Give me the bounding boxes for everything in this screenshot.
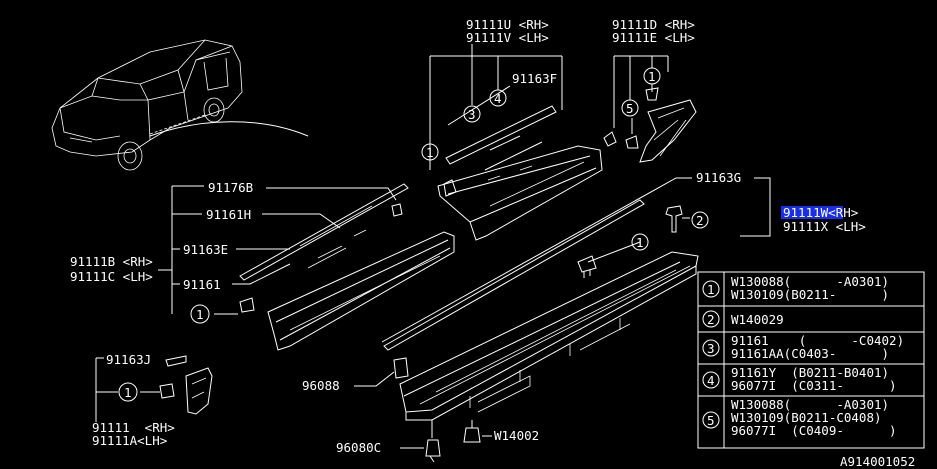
callout-1-left: 1 — [190, 304, 210, 324]
svg-text:W140029: W140029 — [731, 312, 784, 327]
label-91163j: 91163J — [106, 352, 151, 367]
label-91111v: 91111V <LH> — [466, 30, 549, 45]
svg-text:2: 2 — [696, 213, 704, 228]
svg-text:1: 1 — [426, 145, 434, 160]
legend-row-4: 4 91161Y (B0211-B0401) 96077I (C0311- ) — [702, 365, 897, 393]
label-91161: 91161 — [183, 277, 221, 292]
callout-1-bottom: 1 — [118, 382, 138, 402]
svg-text:91161 ( -C0402): 91161 ( -C0402) — [731, 333, 904, 348]
label-91163g: 91163G — [696, 170, 741, 185]
callout-4-top: 4 — [489, 89, 507, 107]
svg-text:91161AA(C0403- ): 91161AA(C0403- ) — [731, 346, 889, 361]
label-91111x: 91111X <LH> — [783, 219, 866, 234]
callout-5-right: 5 — [621, 99, 639, 117]
svg-text:W130088( -A0301): W130088( -A0301) — [731, 397, 889, 412]
svg-text:1: 1 — [196, 307, 204, 322]
svg-text:96077I (C0311- ): 96077I (C0311- ) — [731, 378, 897, 393]
label-91163e: 91163E — [183, 242, 228, 257]
legend-row-5: 5 W130088( -A0301) W130109(B0211-C0408) … — [702, 397, 897, 438]
svg-text:5: 5 — [626, 101, 634, 116]
svg-text:1: 1 — [707, 282, 715, 297]
callout-2-clip: 2 — [691, 211, 709, 229]
callout-1-sill: 1 — [631, 233, 649, 251]
svg-text:1: 1 — [636, 235, 644, 250]
callout-1-top: 1 — [421, 143, 439, 161]
callout-1-right: 1 — [643, 67, 661, 85]
label-91111b: 91111B <RH> — [70, 254, 153, 269]
label-91111e: 91111E <LH> — [612, 30, 695, 45]
legend-row-1: 1 W130088( -A0301) W130109(B0211- ) — [702, 274, 889, 302]
label-91111u: 91111U <RH> — [466, 17, 549, 32]
svg-text:3: 3 — [707, 341, 715, 356]
parts-legend-table: 1 W130088( -A0301) W130109(B0211- ) 2 W1… — [697, 271, 925, 449]
svg-text:96077I (C0409- ): 96077I (C0409- ) — [731, 423, 897, 438]
svg-text:4: 4 — [707, 373, 715, 388]
label-91176b: 91176B — [208, 180, 253, 195]
svg-text:2: 2 — [707, 312, 715, 327]
vehicle-illustration — [51, 39, 309, 171]
svg-text:91161Y (B0211-B0401): 91161Y (B0211-B0401) — [731, 365, 889, 380]
callout-3-top: 3 — [463, 105, 481, 123]
label-91161h: 91161H — [206, 207, 251, 222]
label-91111a: 91111A<LH> — [92, 433, 167, 448]
label-91111: 91111 <RH> — [92, 420, 175, 435]
label-91111d: 91111D <RH> — [612, 17, 695, 32]
svg-text:1: 1 — [124, 385, 132, 400]
svg-text:5: 5 — [707, 413, 715, 428]
svg-text:3: 3 — [468, 107, 476, 122]
svg-text:W130109(B0211- ): W130109(B0211- ) — [731, 287, 889, 302]
highlight-91111w — [781, 206, 843, 219]
label-96088: 96088 — [302, 378, 340, 393]
label-w14002: W14002 — [494, 428, 539, 443]
svg-text:4: 4 — [494, 91, 502, 106]
svg-text:W130088( -A0301): W130088( -A0301) — [731, 274, 889, 289]
legend-row-3: 3 91161 ( -C0402) 91161AA(C0403- ) — [702, 333, 904, 361]
svg-text:W130109(B0211-C0408): W130109(B0211-C0408) — [731, 410, 882, 425]
label-96080c: 96080C — [336, 440, 381, 455]
label-91111w: 91111W<RH> — [783, 205, 858, 220]
figure-id: A914001052 — [840, 454, 915, 469]
label-91163f: 91163F — [512, 71, 557, 86]
svg-text:1: 1 — [648, 69, 656, 84]
legend-row-2: 2 W140029 — [702, 310, 784, 328]
label-91111c: 91111C <LH> — [70, 269, 153, 284]
